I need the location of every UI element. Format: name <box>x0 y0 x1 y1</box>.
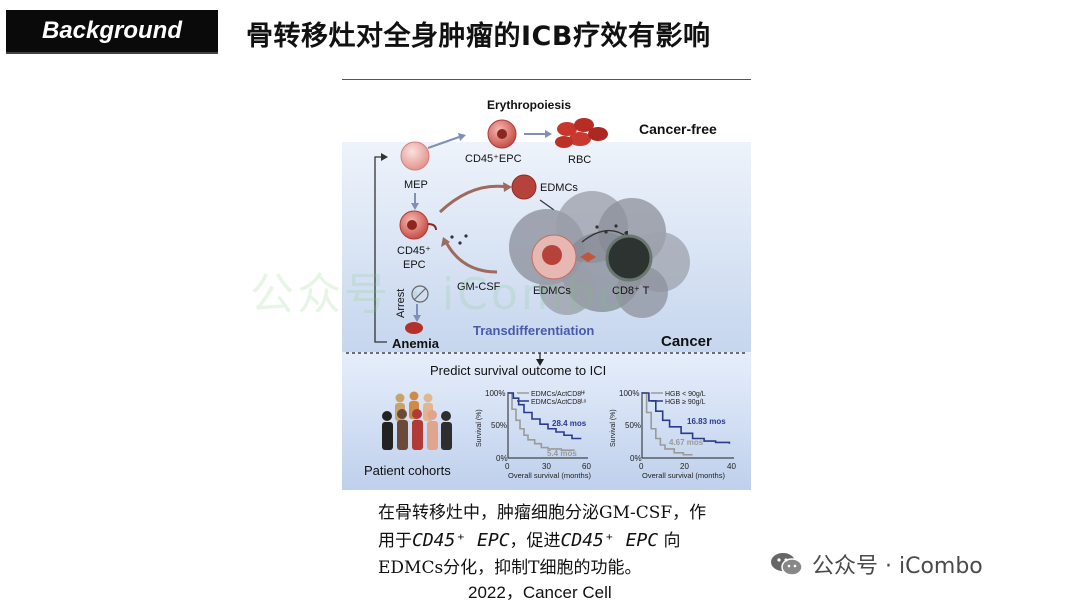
arrow-head-arrest <box>413 315 421 322</box>
cancer-free-label: Cancer-free <box>639 121 717 137</box>
arrow-head-epc-rbc <box>545 130 552 138</box>
rbc-cluster <box>555 118 608 148</box>
km1-xlabel: Overall survival (months) <box>508 471 591 480</box>
anemia-rbc <box>405 322 423 334</box>
patient-cohorts-label: Patient cohorts <box>364 463 451 478</box>
epc-label: EPC <box>403 259 426 271</box>
cd8-t-label: CD8⁺ T <box>612 285 650 297</box>
caption: 在骨转移灶中，肿瘤细胞分泌GM-CSF，作 用于CD45⁺ EPC，促进CD45… <box>378 500 758 582</box>
km1-ytick-0: 0% <box>496 454 508 463</box>
contact-diamond <box>580 252 596 262</box>
arrest-slash <box>413 287 427 301</box>
caption-line-1: 在骨转移灶中，肿瘤细胞分泌GM-CSF，作 <box>378 503 707 523</box>
km2-xlabel: Overall survival (months) <box>642 471 725 480</box>
slide-title: 骨转移灶对全身肿瘤的ICB疗效有影响 <box>246 21 711 52</box>
km2-ytick-0: 0% <box>630 454 642 463</box>
arrow-epc-to-edmcs <box>438 184 508 214</box>
wechat-watermark: 公众号 · iCombo <box>770 548 983 580</box>
km2-curve-low-hgb <box>642 392 693 456</box>
feedback-arrow-head <box>381 153 388 161</box>
km2-curve-high-hgb <box>642 392 731 444</box>
caption-2d: CD45⁺ EPC <box>560 530 659 551</box>
mep-label: MEP <box>404 179 428 191</box>
clinical-panel <box>342 352 751 490</box>
figure-top-rule <box>342 79 751 80</box>
cd45-epc-nucleus-top <box>497 129 507 139</box>
arrow-head-predict <box>536 359 544 366</box>
arrow-head-epc-edmcs <box>503 182 512 192</box>
arrest-symbol <box>411 285 429 303</box>
km1-xtick-30: 30 <box>542 462 551 471</box>
km1-xtick-0: 0 <box>505 462 510 471</box>
arrow-gm-csf-to-epc <box>444 241 498 274</box>
feedback-bracket <box>374 156 387 343</box>
caption-2c: ，促进 <box>509 531 561 551</box>
wechat-icon <box>771 553 803 576</box>
arrow-head-gm-csf <box>441 237 450 247</box>
cd45-epc-nucleus-left <box>407 220 417 230</box>
edmcs-bottom-label: EDMCs <box>533 285 571 297</box>
km-plot-1: 100% 50% 0% 0 30 60 Survival (%) Overall… <box>476 389 591 480</box>
arrow-head-mep-down <box>411 203 419 210</box>
km1-ytick-100: 100% <box>485 389 505 398</box>
km1-annot-28-4: 28.4 mos <box>552 419 587 428</box>
rbc-label: RBC <box>568 154 591 166</box>
km1-ylabel: Survival (%) <box>476 409 483 447</box>
km1-annot-5-4: 5.4 mos <box>547 449 577 458</box>
background-tag: Background <box>6 10 218 54</box>
caption-2e: 向 <box>658 531 681 551</box>
km1-xtick-60: 60 <box>582 462 591 471</box>
km2-xtick-20: 20 <box>680 462 689 471</box>
km1-legend-1: EDMCs/ActCD8ᴴⁱ <box>531 390 585 398</box>
km1-curve-hi <box>508 392 575 452</box>
km2-xtick-0: 0 <box>639 462 644 471</box>
patient-cohort-icons <box>382 391 452 450</box>
km1-curve-lo <box>508 392 582 440</box>
km2-annot-16-83: 16.83 mos <box>687 417 726 426</box>
km1-legend-2: EDMCs/ActCD8ᴸᵒ <box>531 399 587 406</box>
km2-ytick-50: 50% <box>625 421 641 430</box>
arrest-label: Arrest <box>395 289 407 318</box>
gm-csf-receptor <box>427 223 437 231</box>
transdifferentiation-label: Transdifferentiation <box>473 323 594 338</box>
caption-2a: 用于 <box>378 531 412 551</box>
caption-line-3: EDMCs分化，抑制T细胞的功能。 <box>378 558 642 578</box>
arrow-head-mep-epc <box>458 133 466 141</box>
citation: 2022，Cancer Cell <box>468 583 612 602</box>
caption-line-2: 用于CD45⁺ EPC，促进CD45⁺ EPC 向 <box>378 527 758 555</box>
graphical-abstract: Erythropoiesis Cancer-free CD45⁺EPC RBC … <box>342 92 751 490</box>
cancer-label: Cancer <box>661 333 712 350</box>
arrow-mep-to-epc <box>427 135 463 149</box>
watermark-text: 公众号 · iCombo <box>812 554 983 579</box>
km2-ytick-100: 100% <box>619 389 639 398</box>
km2-legend-2: HGB ≥ 90g/L <box>665 399 706 406</box>
edmcs-top-label: EDMCs <box>540 182 578 194</box>
inhibition-line <box>581 230 628 243</box>
anemia-label: Anemia <box>392 336 440 351</box>
faint-watermark: 公众号 · iCombo <box>250 269 628 320</box>
km2-legend-1: HGB < 90g/L <box>665 391 706 398</box>
km1-ytick-50: 50% <box>491 421 507 430</box>
cd45-epc-top-label: CD45⁺EPC <box>465 153 522 165</box>
cd8-t-cell <box>605 234 653 282</box>
arrow-edmcs-into-tumor <box>539 199 555 211</box>
km-plot-2: 100% 50% 0% 0 20 40 Survival (%) Overall… <box>610 389 736 480</box>
edmc-nucleus-tumor <box>542 245 562 265</box>
abstract-svg: Erythropoiesis Cancer-free CD45⁺EPC RBC … <box>342 92 751 490</box>
caption-2b: CD45⁺ EPC <box>412 530 510 551</box>
km2-annot-4-67: 4.67 mos <box>669 438 704 447</box>
km2-ylabel: Survival (%) <box>610 409 617 447</box>
cd45-label: CD45⁺ <box>397 245 431 257</box>
mep-cell <box>400 141 430 171</box>
gm-csf-label: GM-CSF <box>457 281 501 293</box>
erythropoiesis-label: Erythropoiesis <box>487 98 571 112</box>
km2-xtick-40: 40 <box>727 462 736 471</box>
edmc-cell-top <box>511 174 537 200</box>
predict-label: Predict survival outcome to ICI <box>430 363 606 378</box>
